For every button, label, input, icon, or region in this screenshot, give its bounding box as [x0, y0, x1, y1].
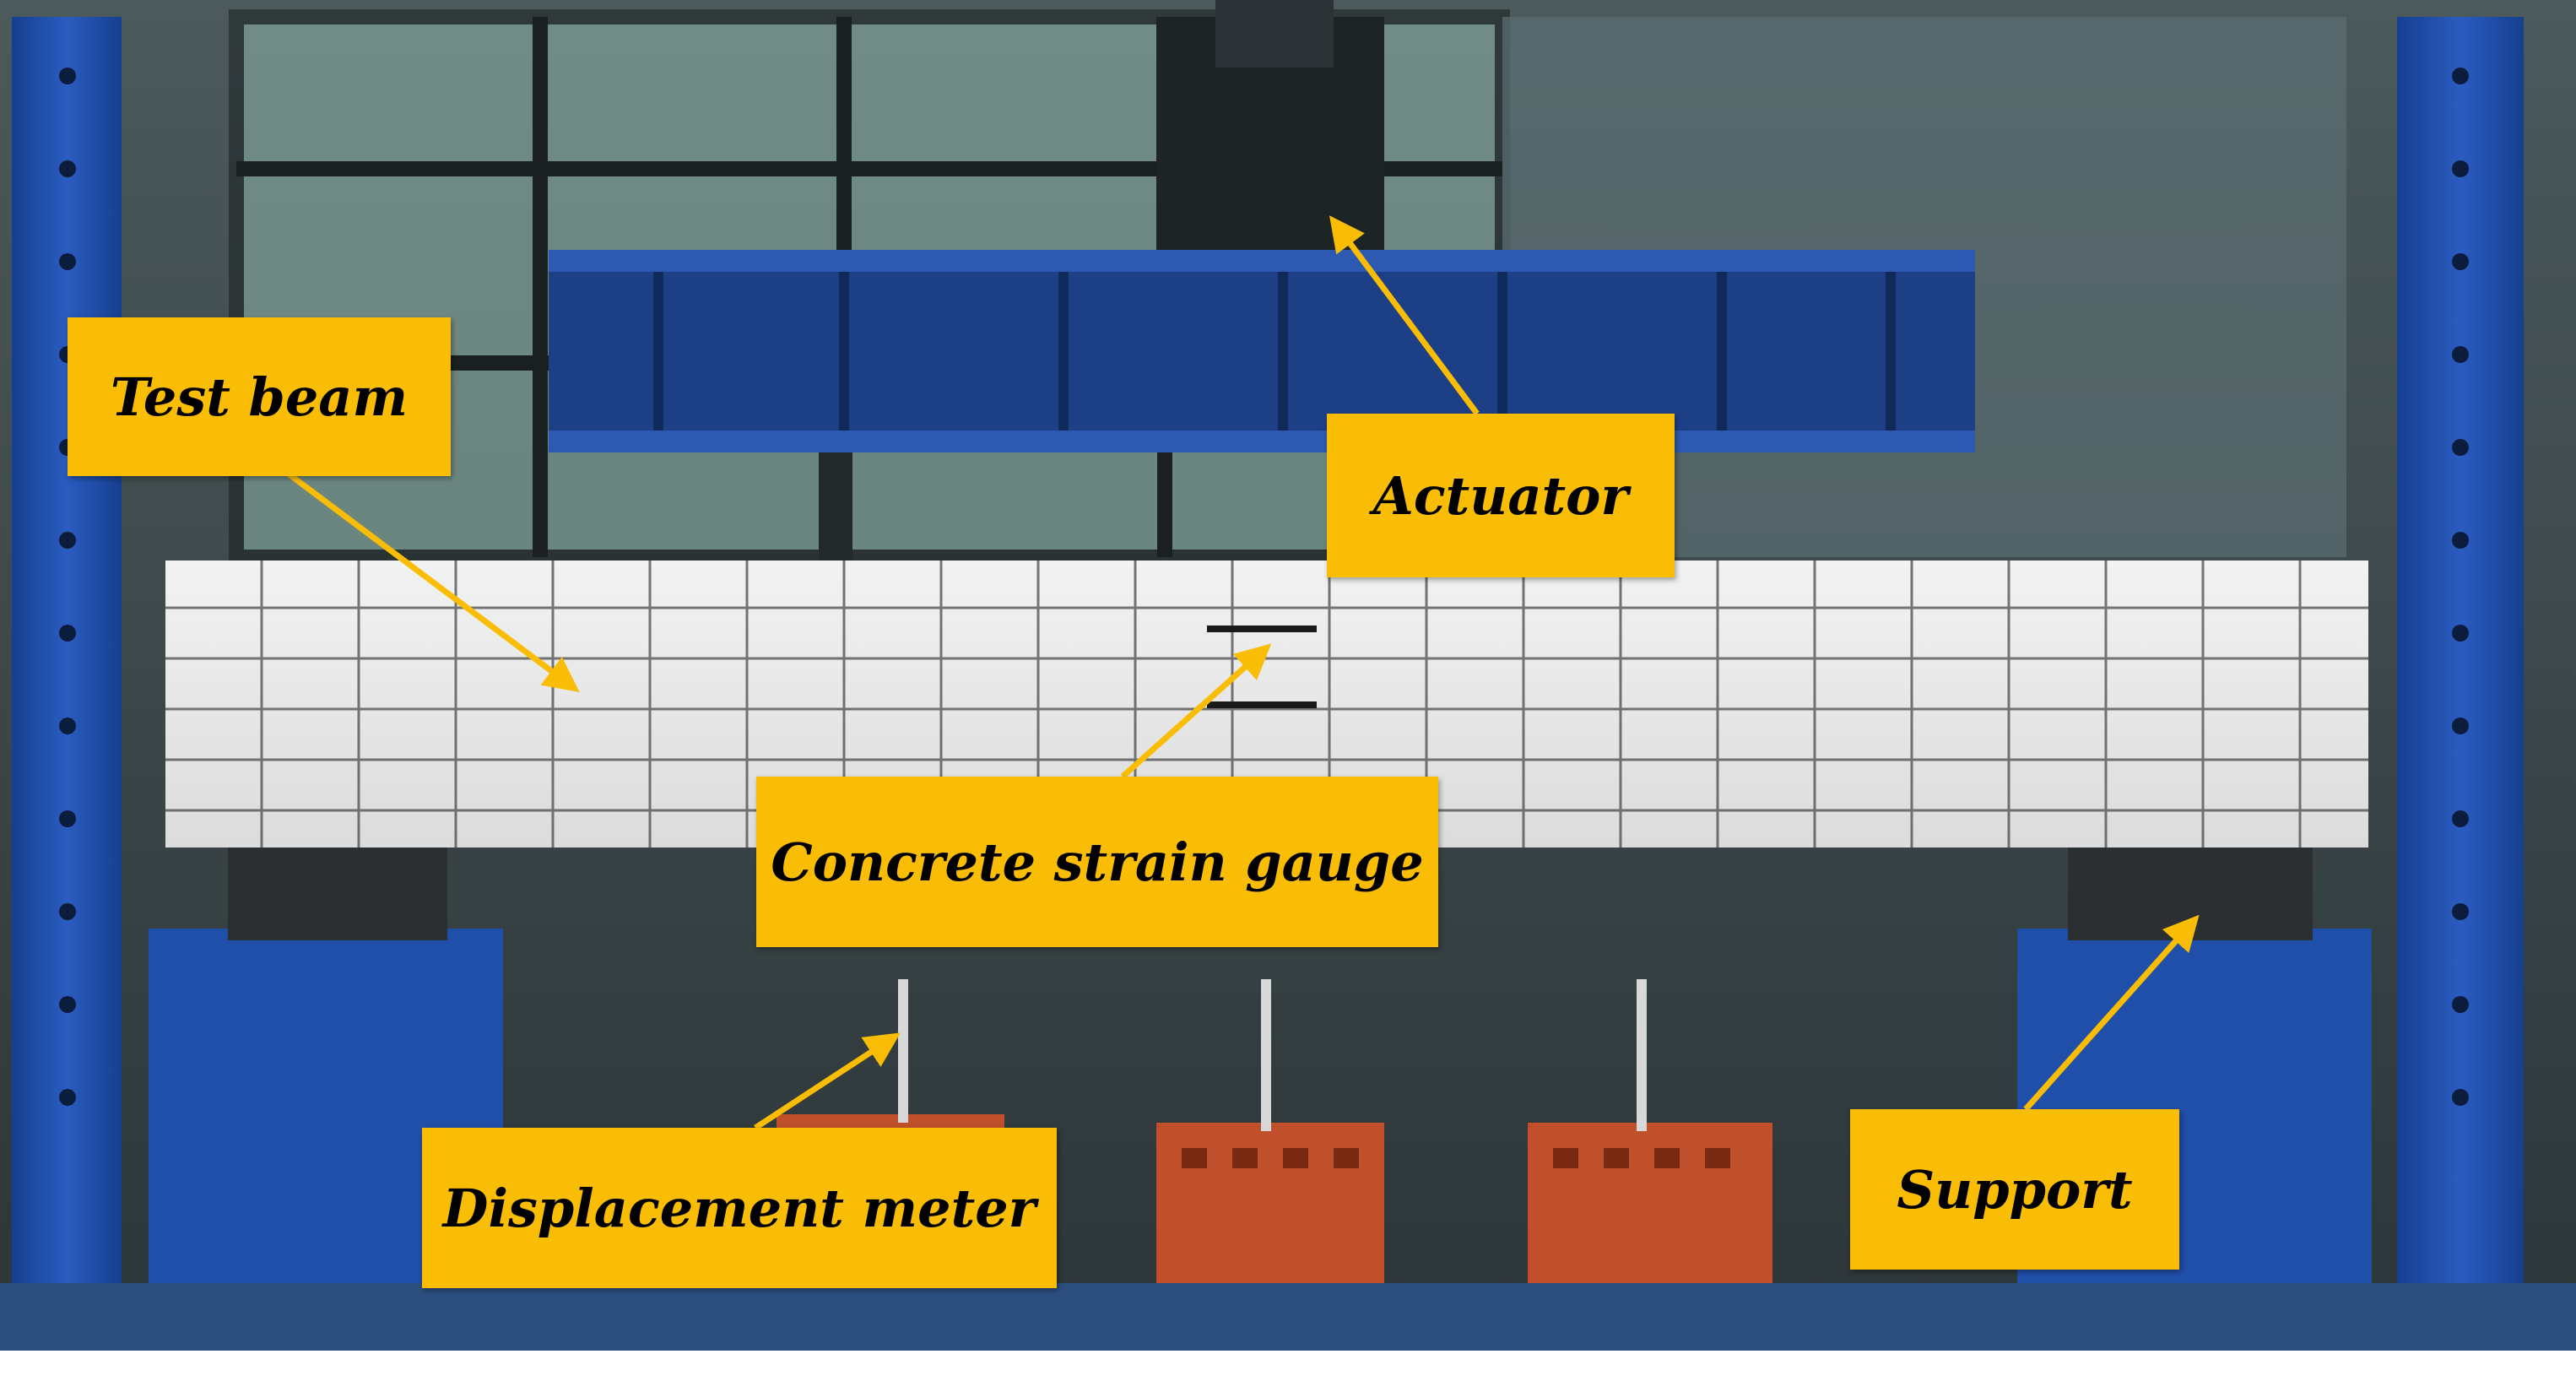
label-test-beam-text: Test beam [110, 366, 409, 428]
loading-beam-flange-bottom [549, 431, 1975, 452]
label-displacement-meter: Displacement meter [422, 1128, 1057, 1288]
displacement-meter-rods [898, 979, 1647, 1131]
loading-beam [549, 250, 1975, 452]
label-displacement-meter-text: Displacement meter [442, 1177, 1036, 1239]
arrow-test-beam [284, 470, 580, 693]
arrow-displacement-meter [754, 1032, 901, 1130]
left-frame-column [12, 17, 122, 1334]
arrow-actuator [1329, 215, 1480, 416]
label-actuator: Actuator [1327, 414, 1675, 577]
label-concrete-strain-gauge: Concrete strain gauge [756, 777, 1438, 947]
annotation-arrows [284, 215, 2200, 1130]
base-platform [0, 1283, 2576, 1351]
load-transfer-rod [819, 452, 852, 562]
arrow-strain-gauge [1120, 643, 1272, 779]
label-support-text: Support [1897, 1158, 2133, 1221]
label-actuator-text: Actuator [1372, 464, 1629, 527]
label-concrete-strain-gauge-text: Concrete strain gauge [771, 831, 1424, 893]
strain-gauge-marks [1207, 626, 1317, 708]
label-test-beam: Test beam [68, 317, 451, 476]
loading-beam-flange [549, 250, 1975, 272]
right-frame-column [2397, 17, 2524, 1334]
test-beam-gridlines [165, 561, 2368, 848]
loading-beam-ribs [653, 272, 1896, 431]
actuator-head [1215, 0, 1334, 68]
left-support-bearing [228, 848, 447, 940]
image-border-bottom [0, 1351, 2576, 1381]
arrow-support [2023, 914, 2200, 1112]
label-support: Support [1850, 1109, 2179, 1270]
